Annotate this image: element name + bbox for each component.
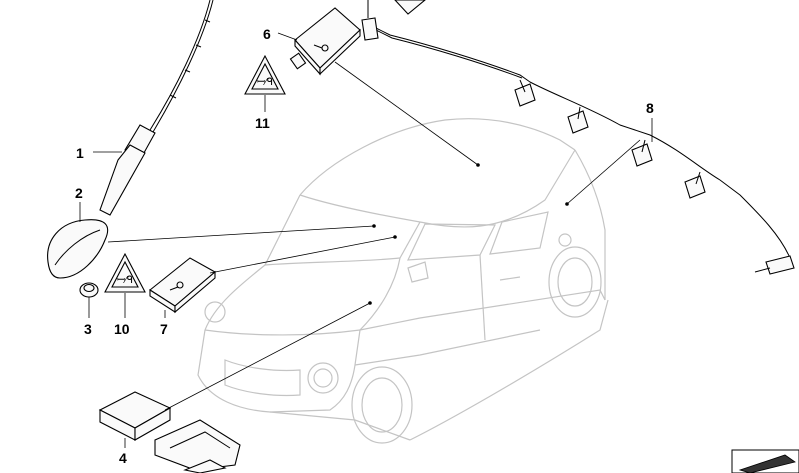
callout-2: 2: [75, 185, 83, 201]
harness-clip: [631, 139, 653, 167]
grommet: [79, 282, 99, 298]
antenna-cable-harness: [361, 0, 795, 275]
partial-label-icon: [394, 0, 426, 15]
callout-6: 6: [263, 26, 271, 42]
callout-labels: 1 2 3 4 6 7 8 10 11: [75, 26, 654, 466]
callout-10: 10: [114, 321, 130, 337]
harness-clip: [567, 106, 589, 134]
rod-antenna: [99, 0, 214, 216]
harness-clip: [684, 171, 706, 199]
callout-8: 8: [646, 100, 654, 116]
leader-lines: [79, 32, 653, 448]
roof-antenna-base: [47, 219, 109, 279]
triangle-warning-label-icon: ꟷ⁄ᑫ: [244, 54, 286, 95]
antenna-amplifier-lower: [149, 257, 216, 314]
callout-4: 4: [119, 450, 127, 466]
callout-7: 7: [160, 321, 168, 337]
svg-text:ꟷ⁄ᑫ: ꟷ⁄ᑫ: [117, 275, 133, 286]
antenna-module-lower: [98, 391, 241, 473]
car-outline: [197, 118, 609, 444]
page-corner-arrow-icon[interactable]: [731, 449, 799, 473]
svg-text:ꟷ⁄ᑫ: ꟷ⁄ᑫ: [257, 77, 273, 88]
callout-3: 3: [84, 321, 92, 337]
leader-endpoints: [368, 163, 569, 305]
antenna-amplifier-upper: [289, 7, 361, 76]
triangle-warning-label-icon: ꟷ⁄ᑫ: [104, 252, 146, 293]
harness-clip: [514, 79, 536, 107]
callout-11: 11: [255, 115, 270, 131]
callout-1: 1: [76, 145, 84, 161]
